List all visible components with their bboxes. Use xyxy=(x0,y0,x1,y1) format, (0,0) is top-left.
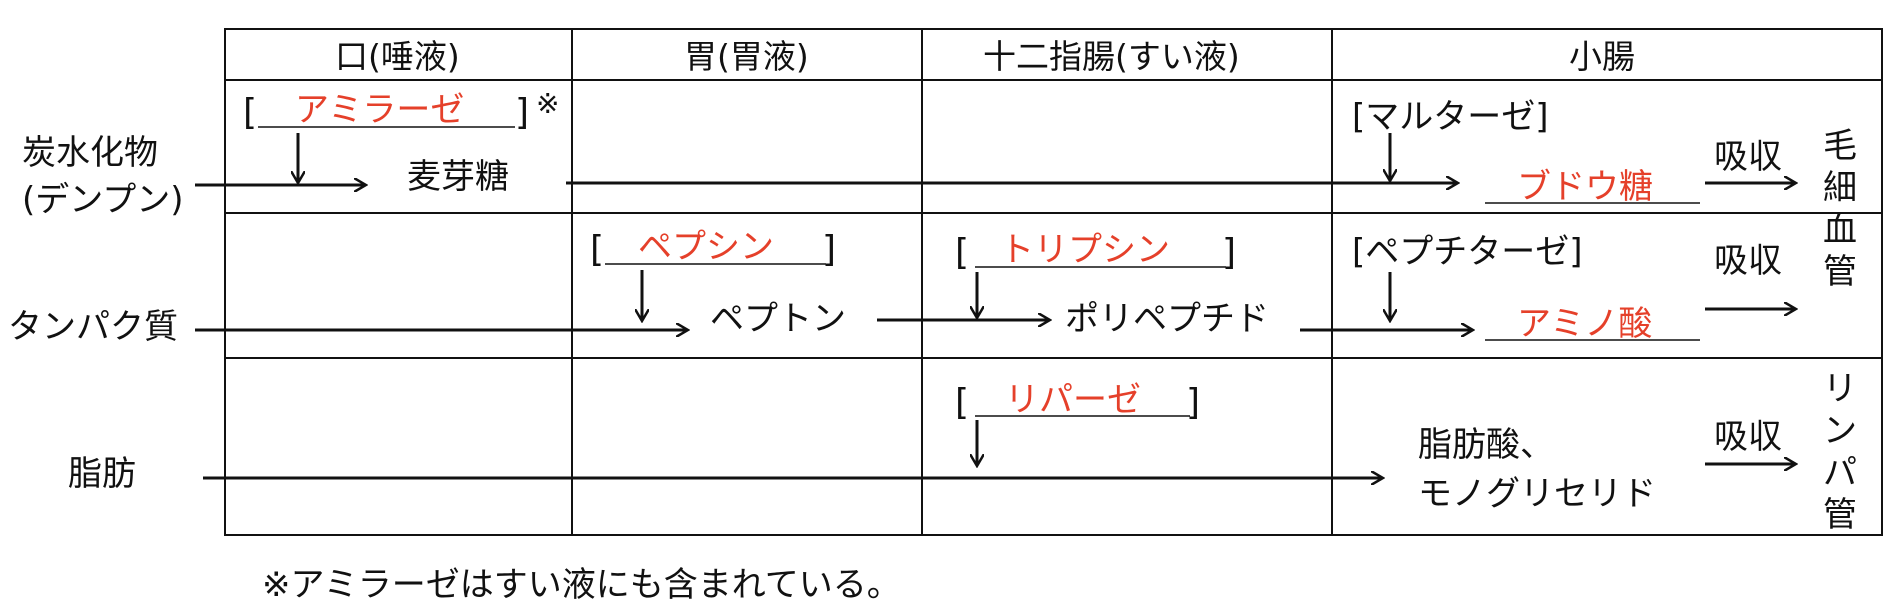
lymph-char: リ xyxy=(1823,369,1857,409)
bracket-open: [ xyxy=(590,229,605,270)
answer-trypsin: トリプシン xyxy=(1000,230,1170,270)
bracket-open: [ xyxy=(955,232,970,273)
lymph-vessel-label: リ ン パ 管 xyxy=(1820,368,1860,536)
row-label-fat: 脂肪 xyxy=(68,454,136,494)
absorb-label-carb: 吸収 xyxy=(1714,137,1782,177)
capillary-char: 血 xyxy=(1823,210,1857,250)
product-monoglyceride: モノグリセリド xyxy=(1418,474,1656,514)
bracket-open: [ xyxy=(243,92,258,133)
header-small-intestine: 小腸 xyxy=(1569,37,1635,76)
product-peptone: ペプトン xyxy=(710,299,846,339)
header-stomach: 胃(胃液) xyxy=(684,37,809,76)
lymph-char: 管 xyxy=(1823,495,1857,535)
product-maltose: 麦芽糖 xyxy=(407,157,509,197)
answer-pepsin: ペプシン xyxy=(638,227,774,267)
answer-glucose: ブドウ糖 xyxy=(1517,167,1653,207)
row-label-carb-sub: (デンプン) xyxy=(22,180,184,220)
answer-lipase: リパーゼ xyxy=(1005,380,1141,420)
answer-underlines xyxy=(258,126,1700,417)
table-grid xyxy=(224,28,1883,536)
absorb-label-fat: 吸収 xyxy=(1714,417,1782,457)
answer-amino-acid: アミノ酸 xyxy=(1517,304,1653,344)
footnote: ※アミラーゼはすい液にも含まれている。 xyxy=(262,565,901,605)
product-fatty-acid: 脂肪酸、 xyxy=(1418,425,1554,465)
header-duodenum: 十二指腸(すい液) xyxy=(983,37,1240,76)
header-mouth: 口(唾液) xyxy=(335,37,460,76)
product-polypeptide: ポリペプチド xyxy=(1065,299,1269,339)
capillary-char: 毛 xyxy=(1823,126,1857,166)
capillary-char: 管 xyxy=(1823,252,1857,292)
lymph-char: ン xyxy=(1823,411,1857,451)
bracket-close: ] xyxy=(822,229,837,270)
bracket-close: ] xyxy=(515,92,530,133)
row-label-protein: タンパク質 xyxy=(8,307,178,347)
capillary-char: 細 xyxy=(1823,168,1857,208)
capillary-label: 毛 細 血 管 xyxy=(1820,125,1860,293)
flow-arrows xyxy=(195,133,1796,478)
amylase-note-mark: ※ xyxy=(536,87,560,120)
bracket-close: ] xyxy=(1186,382,1201,423)
enzyme-maltase: [マルターゼ] xyxy=(1352,97,1549,137)
bracket-open: [ xyxy=(955,382,970,423)
lymph-char: パ xyxy=(1823,453,1857,493)
absorb-label-protein: 吸収 xyxy=(1714,241,1782,281)
bracket-close: ] xyxy=(1222,232,1237,273)
answer-amylase: アミラーゼ xyxy=(295,90,465,130)
row-label-carb: 炭水化物 xyxy=(22,133,158,173)
enzyme-peptidase: [ペプチターゼ] xyxy=(1352,232,1583,272)
